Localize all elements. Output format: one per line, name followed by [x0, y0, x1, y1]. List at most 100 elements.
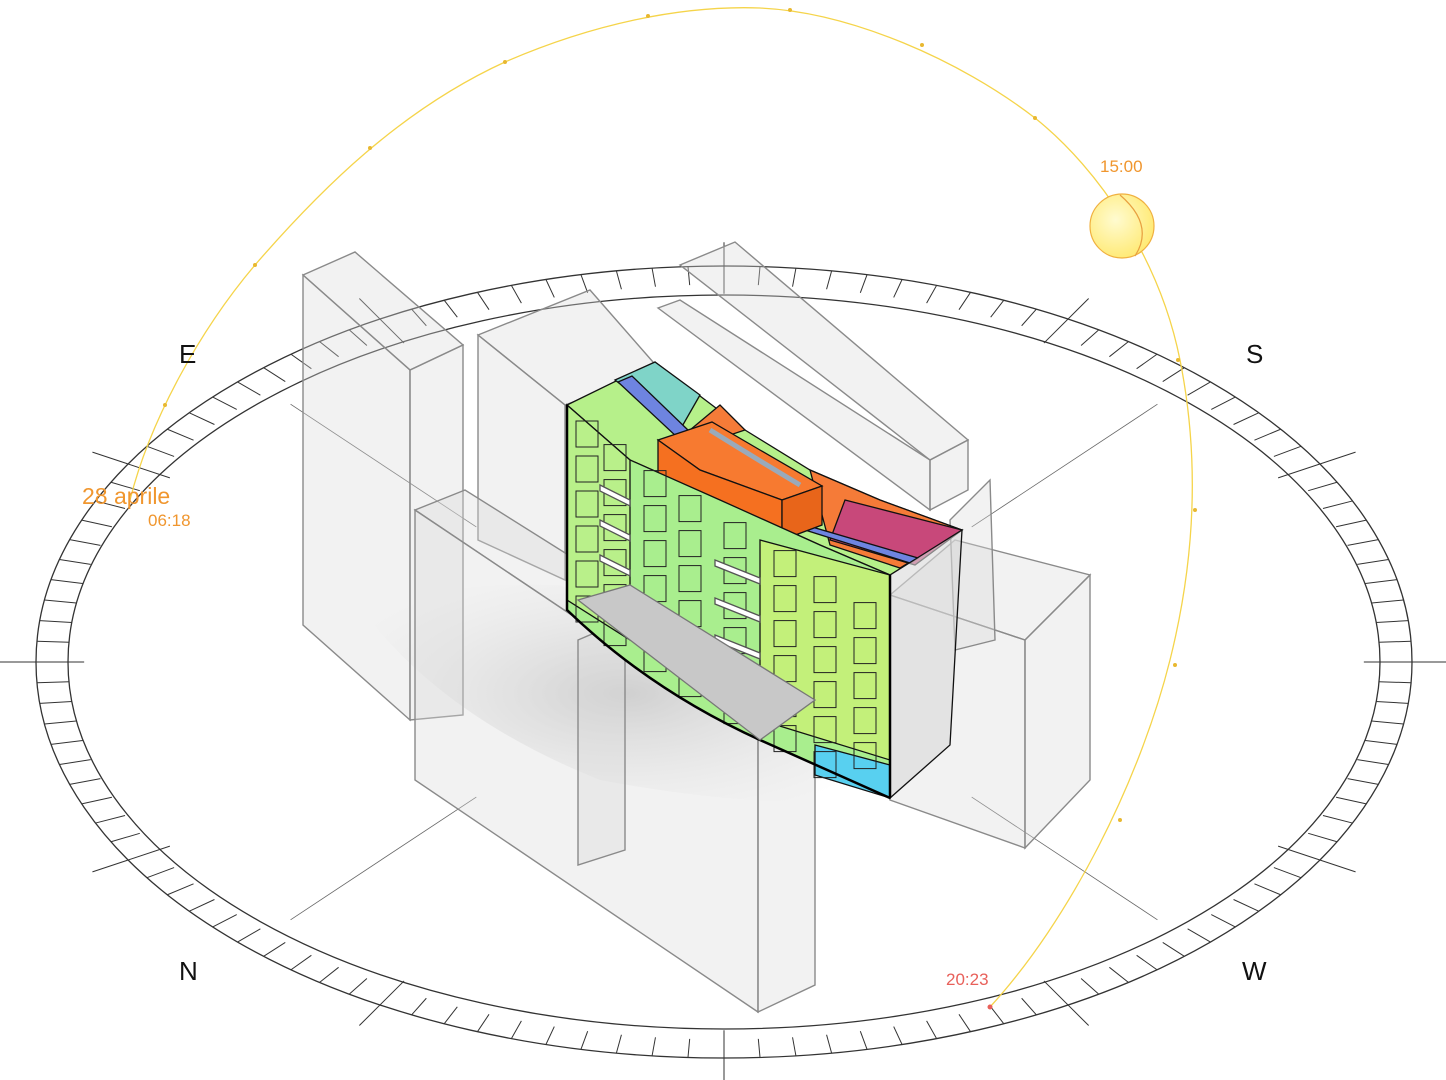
ring-tick: [1365, 739, 1398, 745]
ring-tick: [411, 997, 427, 1016]
ring-tick: [510, 285, 522, 304]
sun-path-arc: [129, 7, 1193, 1008]
ring-tick: [212, 396, 237, 410]
ring-tick: [1233, 899, 1259, 912]
ring-tick: [1357, 759, 1389, 765]
ring-tick: [92, 451, 171, 479]
ring-tick: [411, 308, 427, 327]
ring-tick: [167, 428, 194, 441]
date-label: 28 aprile: [82, 483, 171, 509]
ring-tick: [1308, 481, 1338, 492]
ring-tick: [59, 759, 91, 765]
ring-tick: [580, 274, 589, 294]
ring-tick: [1043, 980, 1089, 1026]
ring-tick: [319, 966, 339, 983]
ring-tick: [95, 815, 126, 824]
ring-tick: [1109, 341, 1129, 358]
compass-axis-line: [971, 796, 1158, 921]
ring-tick: [1322, 815, 1353, 824]
facade-window: [813, 576, 837, 604]
ring-tick: [443, 299, 458, 318]
ring-tick: [1080, 329, 1100, 346]
ring-tick: [319, 341, 339, 358]
facade-window: [813, 681, 837, 709]
ring-tick: [59, 559, 91, 565]
context-building-front: [413, 489, 817, 1014]
ring-tick: [39, 620, 72, 624]
ring-tick: [687, 1038, 691, 1058]
ring-tick: [545, 279, 555, 298]
ring-tick: [36, 640, 70, 643]
ring-ticks: [0, 242, 1446, 1080]
front-canopy: [576, 584, 817, 741]
ring-tick: [69, 778, 101, 785]
ring-tick: [1273, 445, 1302, 457]
ring-tick: [1277, 845, 1356, 873]
current-time-label: 15:00: [1100, 157, 1143, 176]
ring-tick: [1211, 396, 1236, 410]
ring-tick: [44, 720, 77, 725]
compass-label-north: N: [179, 956, 198, 986]
ring-tick: [39, 700, 72, 704]
ring-tick: [1378, 640, 1412, 643]
ring-tick: [510, 1020, 522, 1039]
facade-window: [773, 620, 797, 648]
sunset-marker: [987, 1004, 993, 1010]
ring-tick: [1136, 353, 1158, 370]
ring-tick: [615, 1034, 622, 1054]
ring-tick: [580, 1030, 589, 1050]
ring-tick: [146, 445, 175, 457]
ring-tick: [1365, 579, 1398, 585]
compass-ring: [0, 242, 1446, 1080]
ring-tick: [1021, 308, 1037, 327]
ring-tick: [1357, 559, 1389, 565]
ring-tick: [1211, 914, 1236, 928]
ring-tick: [50, 739, 83, 745]
ring-tick: [477, 1014, 490, 1032]
ring-tick: [359, 980, 405, 1026]
facade-window: [678, 495, 702, 523]
context-building-tall-left: [301, 251, 465, 722]
ring-tick: [1162, 367, 1185, 382]
sun-icon: [1089, 193, 1155, 259]
compass-label-west: W: [1242, 956, 1267, 986]
ring-tick: [36, 681, 70, 684]
ring-tick: [348, 329, 368, 346]
compass-axis-line: [290, 796, 477, 921]
ring-tick: [146, 867, 175, 879]
facade-window: [575, 455, 599, 483]
ring-tick: [958, 1014, 971, 1032]
ring-tick: [477, 292, 490, 310]
facade-window: [643, 505, 667, 533]
sunrise-time-label: 06:18: [148, 511, 191, 530]
ring-tick: [1336, 796, 1367, 805]
analysed-building: [565, 361, 964, 800]
ring-tick: [69, 539, 101, 546]
context-buildings: [301, 241, 1092, 1014]
ring-tick: [92, 845, 171, 873]
ring-tick: [290, 353, 312, 370]
facade-window: [575, 490, 599, 518]
ring-tick: [1277, 451, 1356, 479]
ring-tick: [50, 579, 83, 585]
facade-window: [678, 565, 702, 593]
ring-tick: [893, 1026, 903, 1045]
context-building-back: [656, 241, 970, 512]
ring-tick: [826, 270, 833, 290]
ring-tick: [1254, 883, 1281, 896]
facade-window: [723, 557, 747, 585]
ring-tick: [1136, 954, 1158, 971]
facade-window: [853, 742, 877, 770]
facade-window: [853, 707, 877, 735]
ring-tick: [651, 1037, 656, 1056]
ring-tick: [1187, 381, 1211, 396]
ring-tick: [290, 954, 312, 971]
ring-tick: [1233, 412, 1259, 425]
facade-window: [575, 560, 599, 588]
ring-tick: [792, 268, 797, 287]
sun-path-hour-markers: [163, 8, 1197, 822]
ring-tick: [651, 268, 656, 287]
ring-tick: [212, 914, 237, 928]
facade-window: [853, 602, 877, 630]
